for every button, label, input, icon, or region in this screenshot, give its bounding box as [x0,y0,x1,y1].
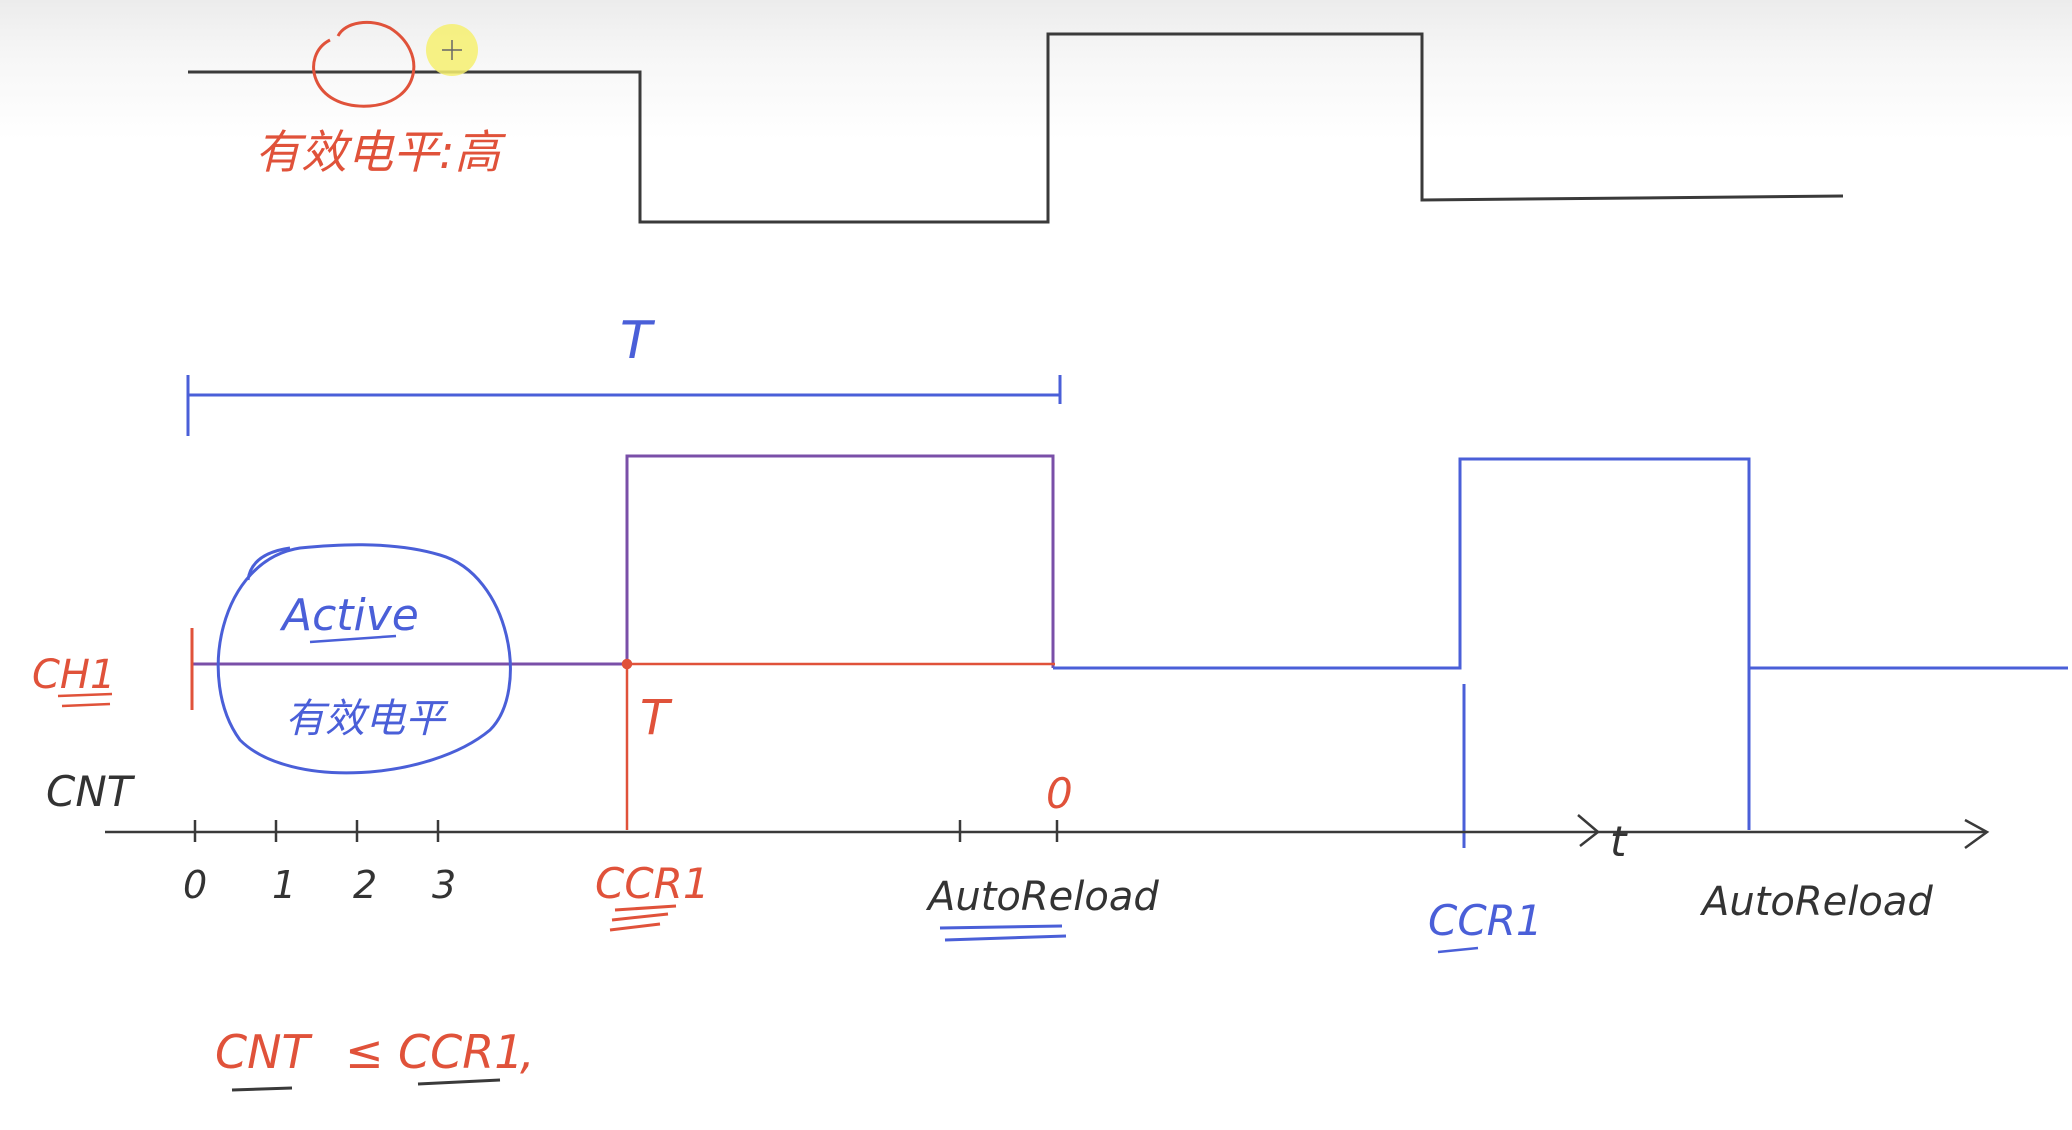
ccr1-label-1: CCR1 [595,859,710,908]
top-annotation: 有效电平:高 [255,125,506,179]
condition-trail: , [520,1025,535,1079]
compare-mark: T [640,690,673,746]
autoreload-label-2: AutoReload [1699,879,1933,925]
pwm-second-cycle [1053,457,2068,670]
active-note-zh: 有效电平 [285,696,449,742]
tick-label-0: 0 [183,863,207,907]
cnt-label: CNT [46,767,136,816]
top-waveform [188,32,1844,224]
condition-right-underline [417,1078,501,1086]
autoreload-label-1: AutoReload [925,874,1159,920]
condition-left: CNT [215,1025,314,1079]
time-arrow [1577,814,1600,847]
pwm-first-pulse [193,454,1055,668]
cursor-highlight [426,24,478,76]
ch1-reference-line [621,658,1055,830]
autoreload-underline-1 [939,924,1067,942]
red-circle-mark [312,20,416,108]
condition-left-underline [231,1086,293,1092]
pwm-waveform [190,454,2068,848]
ccr1-underline-1 [609,904,677,932]
ccr1-label-2: CCR1 [1428,896,1543,945]
reset-value-label: 0 [1046,769,1073,818]
ccr1-underline-2 [1437,946,1479,954]
ch1-label: CH1 [32,652,115,698]
tick-label-2: 2 [353,863,377,907]
period-label: T [620,311,656,371]
active-ellipse [216,543,512,775]
axis-arrow [1964,818,1990,850]
ch1-underline-2 [61,702,111,708]
active-note-en: Active [279,590,419,641]
top-waveform-line [188,32,1844,224]
ch1-underline-1 [57,692,113,698]
active-underline [309,634,397,644]
period-bracket [186,375,1062,436]
condition-right: CCR1 [398,1025,523,1079]
tick-label-1: 1 [272,863,296,907]
time-label: t [1610,817,1628,866]
condition-op: ≤ [345,1025,384,1079]
tick-label-3: 3 [432,863,456,907]
counter-axis [105,814,1990,850]
